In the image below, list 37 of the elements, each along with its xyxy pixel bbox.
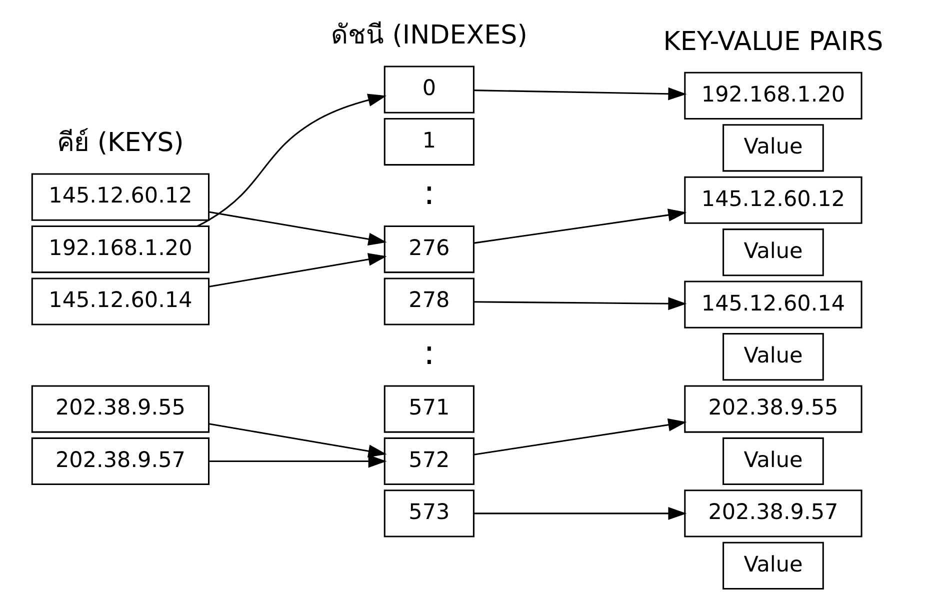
node-box: 572: [384, 437, 474, 486]
node-box: Value: [722, 332, 824, 381]
node-box: 192.168.1.20: [684, 72, 862, 120]
node-box: 0: [384, 66, 474, 114]
arrow: [474, 507, 687, 520]
arrow: [209, 253, 387, 288]
arrow: [474, 418, 687, 456]
node-box: 278: [384, 278, 474, 326]
node-box: 202.38.9.55: [31, 385, 210, 433]
node-box: 145.12.60.14: [684, 280, 862, 328]
node-box: 145.12.60.12: [684, 176, 862, 224]
node-box: 192.168.1.20: [31, 225, 210, 274]
arrow: [474, 297, 687, 310]
arrow: [209, 454, 387, 468]
node-box: 573: [384, 490, 474, 538]
arrow: [474, 208, 687, 244]
node-box: Value: [722, 437, 824, 486]
label: KEY-VALUE PAIRS: [663, 26, 884, 57]
node-box: 202.38.9.55: [684, 385, 862, 433]
arrow: [196, 94, 386, 227]
node-box: 145.12.60.14: [31, 278, 210, 326]
node-box: 202.38.9.57: [31, 437, 210, 486]
node-box: 276: [384, 225, 474, 274]
label: คีย์ (KEYS): [57, 128, 184, 158]
node-box: Value: [722, 124, 824, 172]
label: :: [423, 332, 435, 372]
node-box: 145.12.60.12: [31, 173, 210, 221]
label: :: [423, 173, 435, 212]
arrow: [209, 211, 387, 246]
arrow: [474, 87, 687, 100]
node-box: Value: [722, 542, 824, 590]
node-box: 571: [384, 385, 474, 433]
label: ดัชนี (INDEXES): [330, 20, 528, 51]
node-box: 202.38.9.57: [684, 490, 862, 538]
node-box: Value: [722, 228, 824, 276]
node-box: 1: [384, 118, 474, 166]
arrow: [209, 423, 387, 458]
